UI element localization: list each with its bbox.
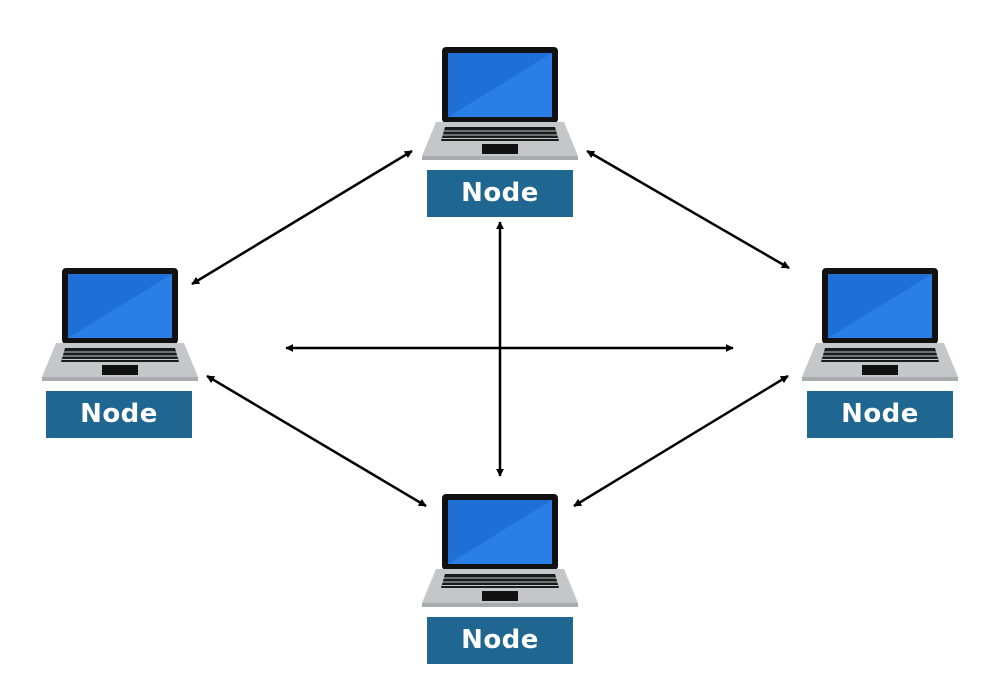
connections bbox=[191, 149, 790, 508]
connection-left-bottom bbox=[206, 374, 427, 508]
node-label-left: Node bbox=[46, 391, 192, 438]
connection-top-left bbox=[191, 149, 413, 286]
node-label-right: Node bbox=[807, 391, 953, 438]
laptop-icon bbox=[421, 46, 579, 161]
node-label-top: Node bbox=[427, 170, 573, 217]
laptop-icon bbox=[801, 267, 959, 382]
connection-right-bottom bbox=[573, 374, 789, 508]
node-label-bottom: Node bbox=[427, 617, 573, 664]
connection-top-right bbox=[586, 149, 790, 270]
laptop-icon bbox=[41, 267, 199, 382]
laptop-icon bbox=[421, 493, 579, 608]
